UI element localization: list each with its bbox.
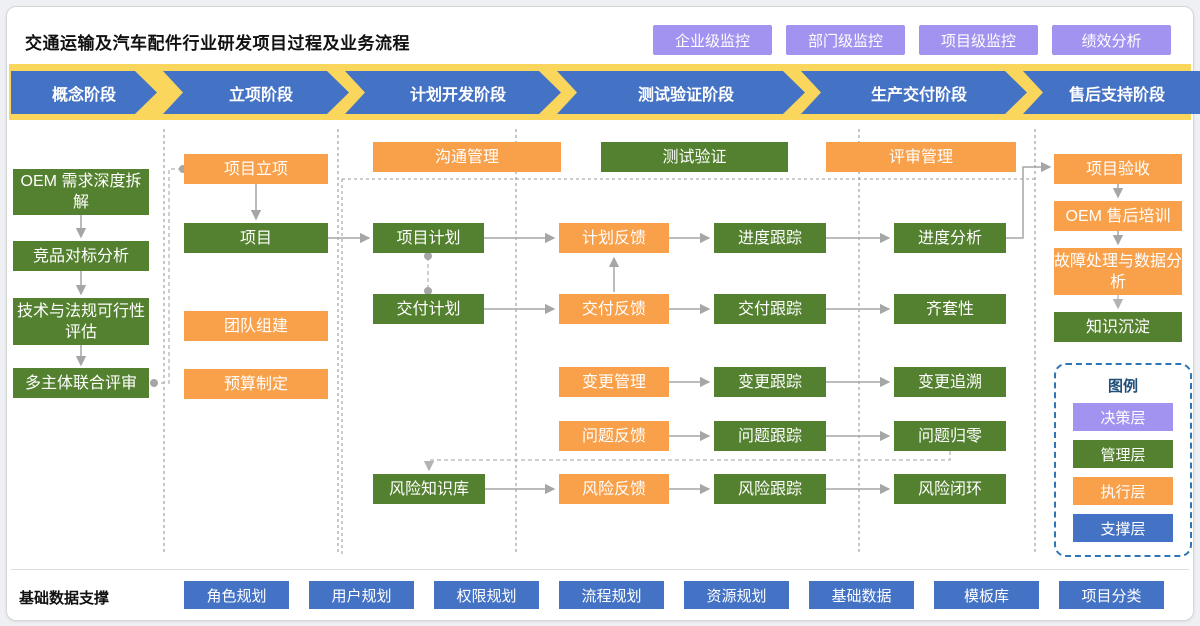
phase-banner: 概念阶段 立项阶段 计划开发阶段 测试验证阶段 生产交付阶段 售后支持阶段 <box>9 64 1200 120</box>
header-communication-mgmt: 沟通管理 <box>373 142 561 172</box>
node-change-mgmt: 变更管理 <box>559 367 669 397</box>
monitor-button-row: 企业级监控 部门级监控 项目级监控 绩效分析 <box>653 25 1171 55</box>
phase-chevron-after-sales: 售后支持阶段 <box>1023 71 1200 114</box>
node-project-plan: 项目计划 <box>373 223 484 253</box>
footer-divider <box>11 569 1189 570</box>
department-monitor-button[interactable]: 部门级监控 <box>786 25 905 55</box>
page-title: 交通运输及汽车配件行业研发项目过程及业务流程 <box>25 34 410 53</box>
node-joint-review: 多主体联合评审 <box>13 368 149 398</box>
header-review-mgmt: 评审管理 <box>826 142 1016 172</box>
node-progress-tracking: 进度跟踪 <box>714 223 826 253</box>
node-risk-closure: 风险闭环 <box>894 474 1006 504</box>
enterprise-monitor-button[interactable]: 企业级监控 <box>653 25 772 55</box>
header-test-verification: 测试验证 <box>601 142 788 172</box>
phase-chevron-concept: 概念阶段 <box>11 71 157 114</box>
phase-chevron-initiation: 立项阶段 <box>163 71 349 114</box>
node-issue-zeroing: 问题归零 <box>894 421 1006 451</box>
node-risk-tracking: 风险跟踪 <box>714 474 826 504</box>
phase-chevron-test-verification: 测试验证阶段 <box>557 71 805 114</box>
node-delivery-plan: 交付计划 <box>373 294 484 324</box>
legend-item-execution-layer: 执行层 <box>1073 477 1173 505</box>
node-plan-feedback: 计划反馈 <box>559 223 669 253</box>
permission-planning-button[interactable]: 权限规划 <box>434 581 539 609</box>
node-oem-requirement: OEM 需求深度拆解 <box>13 169 149 215</box>
node-change-traceability: 变更追溯 <box>894 367 1006 397</box>
legend-item-management-layer: 管理层 <box>1073 440 1173 468</box>
node-change-tracking: 变更跟踪 <box>714 367 826 397</box>
node-project-acceptance: 项目验收 <box>1054 154 1182 184</box>
node-completeness: 齐套性 <box>894 294 1006 324</box>
node-team-building: 团队组建 <box>184 311 328 341</box>
resource-planning-button[interactable]: 资源规划 <box>684 581 789 609</box>
node-risk-knowledge-base: 风险知识库 <box>373 474 485 504</box>
flow-connectors <box>75 129 1124 554</box>
node-oem-training: OEM 售后培训 <box>1054 201 1182 231</box>
template-library-button[interactable]: 模板库 <box>934 581 1039 609</box>
node-issue-feedback: 问题反馈 <box>559 421 669 451</box>
legend-title: 图例 <box>1107 378 1138 395</box>
phase-chevron-plan-development: 计划开发阶段 <box>345 71 561 114</box>
app-frame: 交通运输及汽车配件行业研发项目过程及业务流程 企业级监控 部门级监控 项目级监控… <box>6 6 1200 621</box>
node-budget-setting: 预算制定 <box>184 369 328 399</box>
node-fault-handling: 故障处理与数据分析 <box>1054 248 1182 295</box>
footer-button-row: 角色规划 用户规划 权限规划 流程规划 资源规划 基础数据 模板库 项目分类 <box>184 581 1164 609</box>
phase-chevron-production-delivery: 生产交付阶段 <box>801 71 1027 114</box>
node-progress-analysis: 进度分析 <box>894 223 1006 253</box>
node-project-initiation: 项目立项 <box>184 154 328 184</box>
legend-box: 图例 决策层 管理层 执行层 支撑层 <box>1054 363 1192 557</box>
project-classification-button[interactable]: 项目分类 <box>1059 581 1164 609</box>
node-delivery-tracking: 交付跟踪 <box>714 294 826 324</box>
project-monitor-button[interactable]: 项目级监控 <box>919 25 1038 55</box>
node-project: 项目 <box>184 223 328 253</box>
node-competitor-analysis: 竞品对标分析 <box>13 241 149 271</box>
node-delivery-feedback: 交付反馈 <box>559 294 669 324</box>
node-issue-tracking: 问题跟踪 <box>714 421 826 451</box>
base-data-button[interactable]: 基础数据 <box>809 581 914 609</box>
node-risk-feedback: 风险反馈 <box>559 474 669 504</box>
performance-analysis-button[interactable]: 绩效分析 <box>1052 25 1171 55</box>
role-planning-button[interactable]: 角色规划 <box>184 581 289 609</box>
footer-label: 基础数据支撑 <box>19 590 110 607</box>
user-planning-button[interactable]: 用户规划 <box>309 581 414 609</box>
node-feasibility-assessment: 技术与法规可行性评估 <box>13 298 149 345</box>
process-planning-button[interactable]: 流程规划 <box>559 581 664 609</box>
node-knowledge-deposit: 知识沉淀 <box>1054 312 1182 342</box>
legend-item-support-layer: 支撑层 <box>1073 514 1173 542</box>
legend-item-decision-layer: 决策层 <box>1073 403 1173 431</box>
